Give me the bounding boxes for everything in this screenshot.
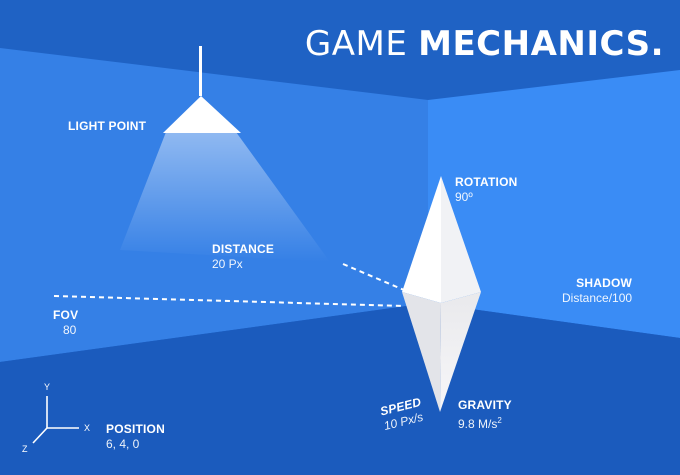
- axis-z-label: Z: [22, 444, 28, 454]
- axis-y-label: Y: [44, 382, 51, 392]
- distance-value: 20 Px: [212, 257, 243, 271]
- floor: [0, 303, 680, 475]
- fov-value: 80: [63, 323, 77, 337]
- position-value: 6, 4, 0: [106, 437, 140, 451]
- gem-shape: [402, 176, 481, 412]
- shadow-value: Distance/100: [562, 291, 633, 305]
- gravity-exponent: 2: [497, 416, 502, 425]
- shadow-label: SHADOW Distance/100: [562, 276, 632, 306]
- position-heading: POSITION: [106, 422, 165, 436]
- light-beam: [120, 132, 330, 262]
- gravity-label: GRAVITY 9.8 M/s2: [458, 398, 512, 432]
- fov-line: [53, 295, 405, 307]
- rotation-label: ROTATION 90º: [455, 175, 517, 205]
- lamp-cord: [199, 46, 202, 96]
- fov-heading: FOV: [53, 308, 79, 322]
- light-point-heading: LIGHT POINT: [68, 119, 147, 133]
- distance-heading: DISTANCE: [212, 242, 275, 256]
- distance-label: DISTANCE 20 Px: [212, 242, 274, 272]
- position-label: POSITION 6, 4, 0: [106, 422, 165, 452]
- light-point-label: LIGHT POINT: [68, 119, 146, 134]
- gravity-value: 9.8 M/s: [458, 417, 498, 431]
- axis-x-label: X: [84, 423, 91, 433]
- title-light: GAME: [304, 24, 408, 64]
- gravity-heading: GRAVITY: [458, 398, 512, 412]
- page-title: GAME MECHANICS.: [305, 22, 664, 64]
- rotation-heading: ROTATION: [455, 175, 518, 189]
- right-wall: [428, 70, 680, 338]
- shadow-heading: SHADOW: [576, 276, 633, 290]
- axes-gizmo: [32, 396, 79, 444]
- rotation-value: 90º: [455, 190, 473, 204]
- distance-line: [342, 263, 405, 291]
- lamp-icon: [163, 96, 241, 133]
- fov-label: FOV 80: [53, 308, 78, 338]
- gravity-value-line: 9.8 M/s2: [458, 413, 512, 432]
- title-bold: MECHANICS.: [418, 24, 664, 64]
